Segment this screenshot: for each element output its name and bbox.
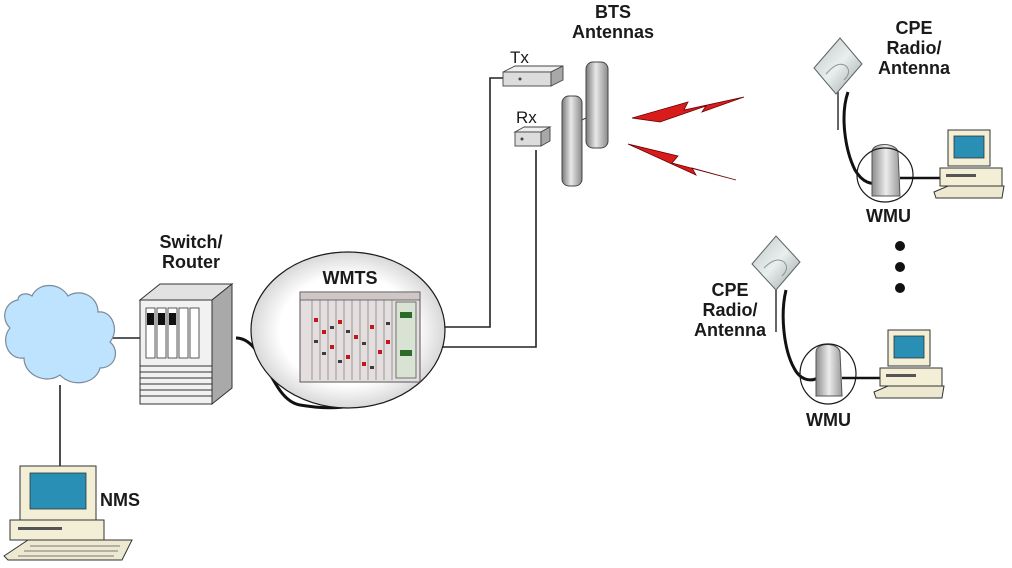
bts-antennas-label: BTS Antennas <box>568 2 658 42</box>
tx-label: Tx <box>510 48 529 67</box>
switch-label-line2: Router <box>162 252 220 272</box>
cpe-label-line3: Antenna <box>878 58 950 78</box>
cpe-label-bottom: CPE Radio/ Antenna <box>682 280 778 340</box>
cpe-label-top: CPE Radio/ Antenna <box>866 18 962 78</box>
lightning-bolt-icon <box>627 96 745 181</box>
cpe-label-line1: CPE <box>895 18 933 38</box>
rx-unit-icon <box>513 126 552 147</box>
bts-title: BTS <box>595 2 631 22</box>
more-dots <box>895 241 905 293</box>
cpe-label-line2: Radio/ <box>886 38 942 58</box>
panel-antenna-icon <box>561 61 609 187</box>
cpe-label-line2: Radio/ <box>702 300 758 320</box>
bts-subtitle: Antennas <box>571 22 654 42</box>
rx-label: Rx <box>516 108 537 127</box>
desktop-computer-icon <box>873 329 945 399</box>
switch-router-icon <box>138 282 234 406</box>
wmu-label-top: WMU <box>866 206 911 226</box>
desktop-computer-icon <box>933 129 1005 199</box>
wmts-tx-line <box>425 77 503 328</box>
desktop-computer-icon <box>3 465 133 561</box>
wmu-modem-icon <box>799 343 884 405</box>
switch-router-label: Switch/ Router <box>146 232 236 272</box>
tx-unit-icon <box>502 65 564 87</box>
wmu-modem-icon <box>856 144 944 203</box>
nms-label: NMS <box>100 490 140 510</box>
cpe-label-line3: Antenna <box>694 320 766 340</box>
connection-lines <box>59 77 537 468</box>
cpe-label-line1: CPE <box>711 280 749 300</box>
wmts-label: WMTS <box>322 268 378 288</box>
wmts-rack-icon <box>299 291 421 383</box>
switch-label-line1: Switch/ <box>159 232 223 252</box>
wmts-rx-line <box>425 150 537 348</box>
wmu-label-bottom: WMU <box>806 410 851 430</box>
cloud-icon <box>4 284 117 384</box>
cpe-antenna-icon <box>751 235 819 382</box>
